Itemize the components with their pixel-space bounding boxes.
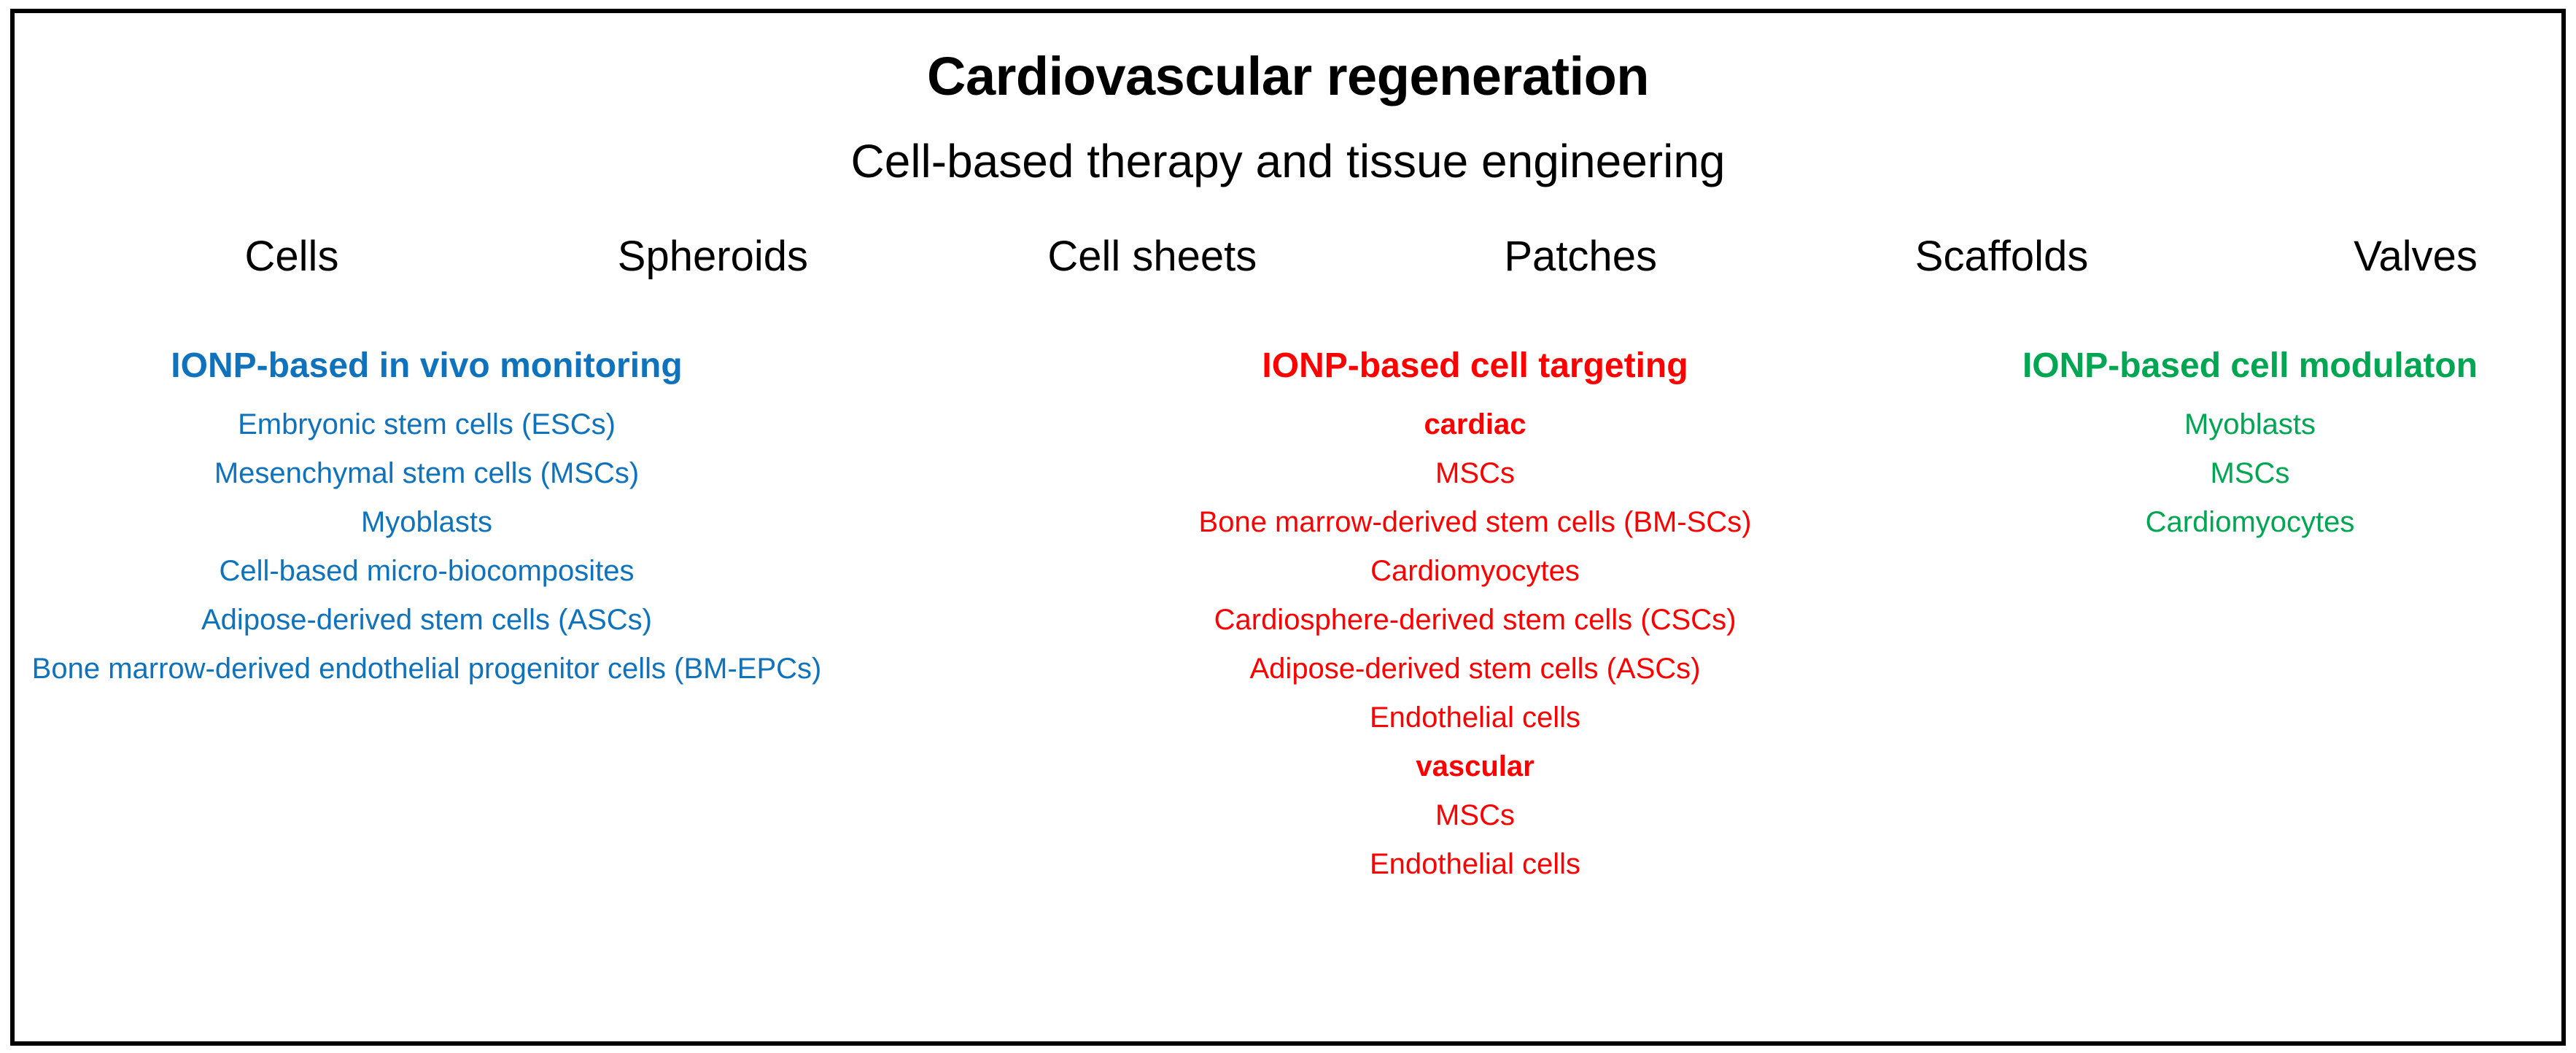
column-header-row: Cells Spheroids Cell sheets Patches Scaf… [182, 232, 2518, 290]
list-item: Cell-based micro-biocomposites [219, 555, 635, 587]
list-item: MSCs [2210, 457, 2290, 489]
list-item: Mesenchymal stem cells (MSCs) [214, 457, 640, 489]
list-item: Bone marrow-derived stem cells (BM-SCs) [1198, 506, 1752, 538]
list-subheading-vascular: vascular [1416, 750, 1535, 782]
list-subheading-cardiac: cardiac [1424, 408, 1526, 440]
block-ionp-in-vivo-monitoring: IONP-based in vivo monitoring Embryonic … [29, 349, 824, 703]
block-ionp-cell-targeting: IONP-based cell targeting cardiac MSCs B… [1076, 349, 1874, 898]
figure-content: Cardiovascular regeneration Cell-based t… [15, 13, 2561, 1041]
column-header-cells: Cells [244, 233, 339, 280]
list-item: MSCs [1435, 799, 1515, 831]
list-item: Cardiosphere-derived stem cells (CSCs) [1214, 604, 1737, 636]
figure-subtitle: Cell-based therapy and tissue engineerin… [850, 135, 1726, 187]
list-item: Adipose-derived stem cells (ASCs) [1249, 653, 1701, 685]
column-header-valves: Valves [2354, 233, 2478, 280]
list-item: Endothelial cells [1369, 848, 1581, 880]
column-header-spheroids: Spheroids [617, 233, 808, 280]
list-item: Endothelial cells [1369, 702, 1581, 734]
list-item: Adipose-derived stem cells (ASCs) [201, 604, 652, 636]
column-header-patches: Patches [1504, 233, 1657, 280]
list-item: Myoblasts [2184, 408, 2316, 440]
column-header-scaffolds: Scaffolds [1914, 233, 2089, 280]
block-heading-monitoring: IONP-based in vivo monitoring [171, 346, 683, 385]
list-item: Cardiomyocytes [2145, 506, 2355, 538]
list-item: MSCs [1435, 457, 1515, 489]
block-heading-modulation: IONP-based cell modulaton [2022, 346, 2478, 385]
list-item: Myoblasts [360, 506, 493, 538]
block-ionp-cell-modulation: IONP-based cell modulaton Myoblasts MSCs… [1936, 349, 2564, 556]
column-header-cell-sheets: Cell sheets [1047, 233, 1257, 280]
figure-title: Cardiovascular regeneration [927, 46, 1649, 106]
block-heading-targeting: IONP-based cell targeting [1262, 346, 1688, 385]
figure-border: Cardiovascular regeneration Cell-based t… [10, 9, 2566, 1046]
list-item: Embryonic stem cells (ESCs) [238, 408, 616, 440]
list-item: Bone marrow-derived endothelial progenit… [31, 653, 822, 685]
list-item: Cardiomyocytes [1370, 555, 1580, 587]
